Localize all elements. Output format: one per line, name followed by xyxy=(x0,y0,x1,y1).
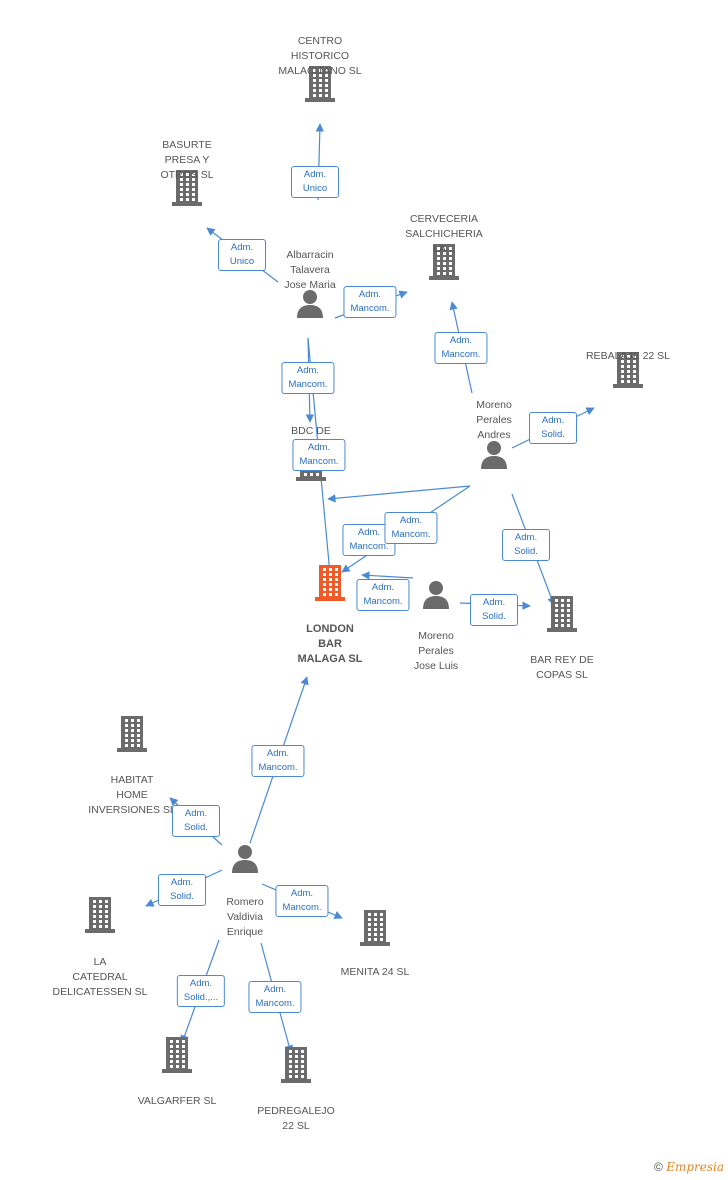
relationship-label: Adm. Solid. xyxy=(158,874,206,906)
company-building-icon[interactable] xyxy=(162,1037,192,1078)
company-building-icon[interactable] xyxy=(360,910,390,951)
person-name[interactable]: Albarracin Talavera Jose Maria xyxy=(284,249,336,291)
relationship-edge xyxy=(361,571,414,580)
relationship-edge xyxy=(327,485,471,503)
relationship-label: Adm. Mancom. xyxy=(356,579,410,611)
company-building-icon[interactable] xyxy=(305,66,335,107)
company-name[interactable]: CENTRO HISTORICO MALACITANO SL xyxy=(278,35,362,77)
company-building-icon[interactable] xyxy=(281,1047,311,1088)
company-name[interactable]: MENITA 24 SL xyxy=(340,966,410,978)
person-icon[interactable] xyxy=(295,288,325,323)
main-company-building-icon[interactable] xyxy=(315,565,345,606)
company-name[interactable]: HABITAT HOME INVERSIONES SL xyxy=(88,774,176,816)
company-name[interactable]: REBALAJE 22 SL xyxy=(585,350,671,362)
relationship-label: Adm. Solid. xyxy=(470,594,518,626)
relationship-label: Adm. Solid. xyxy=(172,805,220,837)
company-name[interactable]: PEDREGALEJO 22 SL xyxy=(257,1105,335,1132)
relationship-label: Adm. Solid.,... xyxy=(176,975,226,1007)
relationship-label: Adm. Solid. xyxy=(502,529,550,561)
relationship-label: Adm. Mancom. xyxy=(343,286,397,318)
person-name[interactable]: Moreno Perales Andres xyxy=(476,399,512,441)
company-name[interactable]: VALGARFER SL xyxy=(137,1095,217,1107)
company-name[interactable]: CERVECERIA SALCHICHERIA LA... xyxy=(405,213,483,255)
relationship-label: Adm. Unico xyxy=(218,239,266,271)
company-name[interactable]: LONDON BAR MALAGA SL xyxy=(297,623,363,665)
relationship-label: Adm. Mancom. xyxy=(281,362,335,394)
person-icon[interactable] xyxy=(230,843,260,878)
company-building-icon[interactable] xyxy=(547,596,577,637)
copyright-symbol: © xyxy=(654,1160,663,1174)
relationship-label: Adm. Mancom. xyxy=(292,439,346,471)
company-name[interactable]: BAR REY DE COPAS SL xyxy=(530,654,594,681)
company-building-icon[interactable] xyxy=(172,170,202,211)
person-name[interactable]: Romero Valdivia Enrique xyxy=(226,896,264,938)
relationship-label: Adm. Unico xyxy=(291,166,339,198)
company-name[interactable]: LA CATEDRAL DELICATESSEN SL xyxy=(52,956,148,998)
company-name[interactable]: BASURTE PRESA Y OTROS SL xyxy=(160,139,214,181)
person-icon[interactable] xyxy=(479,439,509,474)
relationship-label: Adm. Solid. xyxy=(529,412,577,444)
person-icon[interactable] xyxy=(421,579,451,614)
company-building-icon[interactable] xyxy=(117,716,147,757)
company-building-icon[interactable] xyxy=(613,352,643,393)
relationship-label: Adm. Mancom. xyxy=(434,332,488,364)
relationship-label: Adm. Mancom. xyxy=(384,512,438,544)
company-building-icon[interactable] xyxy=(85,897,115,938)
brand-logo-text[interactable]: Empresia xyxy=(666,1160,724,1174)
person-name[interactable]: Moreno Perales Jose Luis xyxy=(413,630,459,672)
company-building-icon[interactable] xyxy=(429,244,459,285)
relationship-label: Adm. Mancom. xyxy=(251,745,305,777)
relationship-label: Adm. Mancom. xyxy=(248,981,302,1013)
footer-brand: © Empresia xyxy=(654,1160,724,1174)
relationship-label: Adm. Mancom. xyxy=(275,885,329,917)
